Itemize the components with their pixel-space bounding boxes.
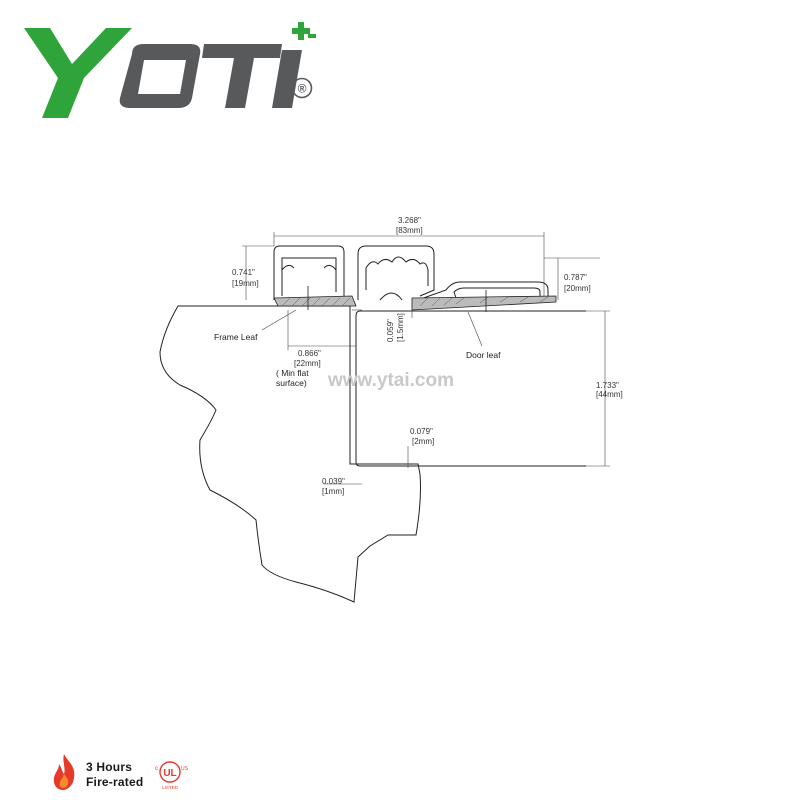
dim-gap-mm: [1.5mm] (396, 313, 405, 342)
fire-rating-text: 3 Hours Fire-rated (86, 760, 143, 790)
dim-overall-width-in: 3.268" (398, 216, 421, 225)
dim-door-thickness-mm: [44mm] (596, 390, 623, 399)
frame-channel (273, 245, 345, 300)
dim-edge-gap-mm: [2mm] (412, 437, 434, 446)
dim-min-flat-mm: [22mm] (294, 359, 321, 368)
ul-listed-mark: UL c US LISTED (155, 761, 189, 790)
ul-listed: LISTED (162, 785, 179, 790)
dim-frame-height-mm: [19mm] (232, 279, 259, 288)
door-leaf-outline (355, 310, 586, 467)
dim-frame-gap-in: 0.039" (322, 477, 345, 486)
label-min-flat-1: ( Min flat (276, 368, 309, 378)
flame-icon (53, 754, 75, 790)
door-plate (417, 281, 549, 303)
label-min-flat-2: surface) (276, 378, 307, 388)
frame-jamb-outline (159, 305, 421, 603)
fire-rating-hours: 3 Hours (86, 760, 133, 774)
logo-letter-o (119, 44, 201, 108)
watermark: www.ytai.com (327, 370, 454, 391)
dim-frame-gap-mm: [1mm] (322, 487, 344, 496)
ul-text: UL (163, 768, 176, 779)
logo-letter-t (202, 44, 282, 108)
logo-letter-y (24, 28, 132, 118)
registered-mark-icon (291, 77, 313, 99)
dim-gap-in: 0.059" (386, 319, 395, 342)
label-frame-leaf: Frame Leaf (214, 332, 258, 342)
registered-mark: ® (298, 82, 307, 96)
dim-door-height-in: 0.787" (564, 273, 587, 282)
brand-logo: ® (24, 22, 316, 118)
dim-door-thickness-in: 1.733" (596, 381, 619, 390)
dim-overall-width-mm: [83mm] (396, 226, 423, 235)
label-door-leaf: Door leaf (466, 350, 501, 360)
fire-rating-label: Fire-rated (86, 775, 144, 789)
dim-min-flat-in: 0.866" (298, 349, 321, 358)
ul-us: US (181, 766, 189, 772)
ul-c: c (155, 766, 158, 772)
dim-edge-gap-in: 0.079" (410, 427, 433, 436)
dim-door-height-mm: [20mm] (564, 284, 591, 293)
hatched-plates (273, 286, 557, 312)
hinge-knuckle (357, 245, 435, 300)
dim-frame-height-in: 0.741" (232, 268, 255, 277)
logo-plus-icon (292, 22, 310, 40)
